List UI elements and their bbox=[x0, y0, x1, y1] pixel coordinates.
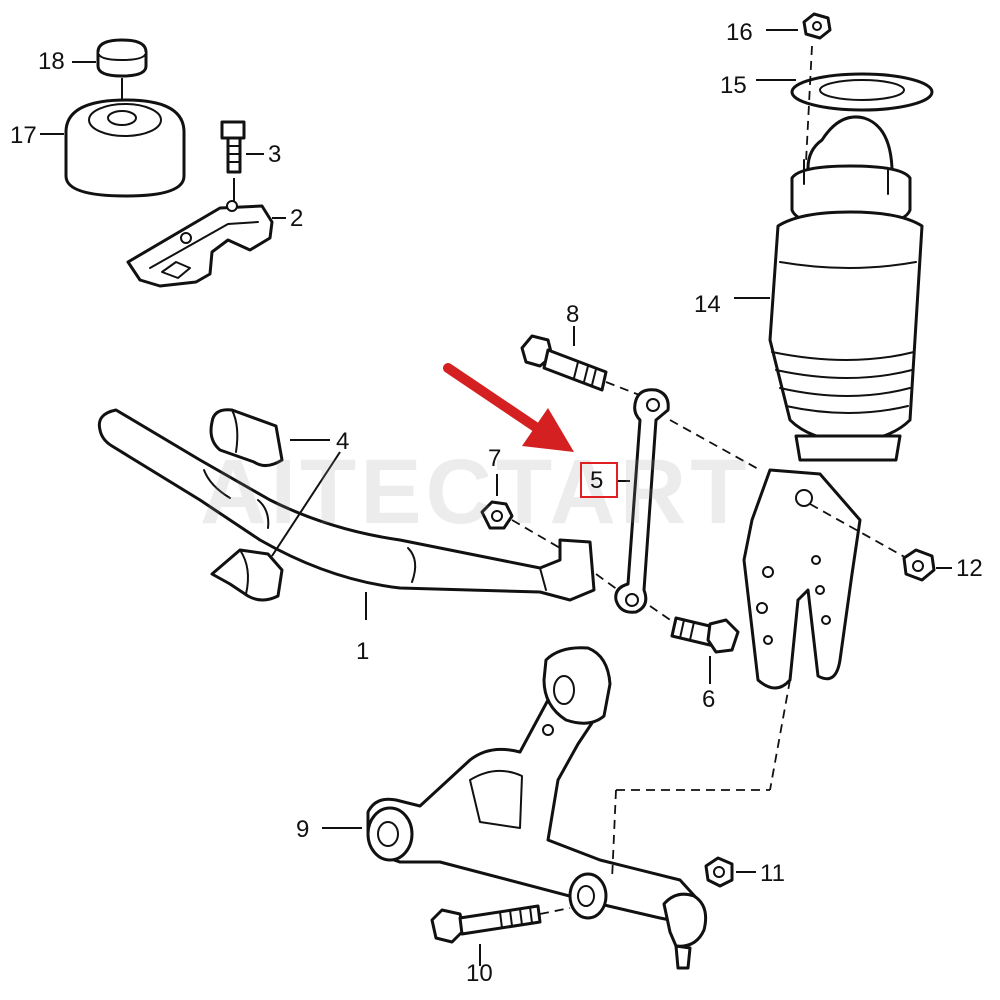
callout-6: 6 bbox=[702, 686, 716, 713]
callout-17: 17 bbox=[10, 122, 37, 149]
callout-14: 14 bbox=[694, 291, 721, 318]
part-2-bracket bbox=[126, 200, 274, 288]
callout-15: 15 bbox=[720, 72, 747, 99]
wheel-bearing-housing bbox=[742, 468, 862, 690]
callout-1: 1 bbox=[356, 638, 370, 665]
part-12-nut bbox=[902, 548, 936, 582]
callout-7: 7 bbox=[488, 445, 502, 472]
part-16-nut bbox=[802, 12, 832, 40]
callout-10: 10 bbox=[466, 960, 493, 987]
part-6-bolt bbox=[670, 616, 740, 654]
part-14-air-strut bbox=[768, 115, 924, 462]
part-15-top-plate bbox=[790, 72, 934, 112]
callout-9: 9 bbox=[296, 816, 310, 843]
callout-8: 8 bbox=[566, 301, 580, 328]
part-1-stabilizer-bar bbox=[97, 408, 596, 602]
part-7-nut bbox=[480, 500, 514, 530]
callout-5: 5 bbox=[590, 467, 604, 494]
part-17-bump-stop bbox=[64, 98, 186, 198]
callout-18: 18 bbox=[38, 48, 65, 75]
part-9-control-arm bbox=[366, 646, 708, 970]
callout-16: 16 bbox=[726, 19, 753, 46]
red-pointer-arrow-icon bbox=[443, 363, 574, 452]
part-10-bolt bbox=[430, 904, 542, 944]
part-5-coupling-rod bbox=[614, 388, 670, 614]
part-4-bushing bbox=[209, 408, 284, 602]
part-8-bolt bbox=[520, 334, 608, 392]
callout-11: 11 bbox=[760, 860, 785, 887]
highlight-box bbox=[580, 462, 618, 498]
part-11-nut bbox=[704, 856, 734, 888]
callout-2: 2 bbox=[290, 205, 304, 232]
part-18-cap bbox=[96, 38, 148, 78]
callout-3: 3 bbox=[268, 141, 282, 168]
watermark: AITECTART bbox=[200, 441, 751, 543]
callout-12: 12 bbox=[956, 555, 983, 582]
part-3-bolt bbox=[220, 120, 246, 174]
callout-4: 4 bbox=[336, 428, 350, 455]
